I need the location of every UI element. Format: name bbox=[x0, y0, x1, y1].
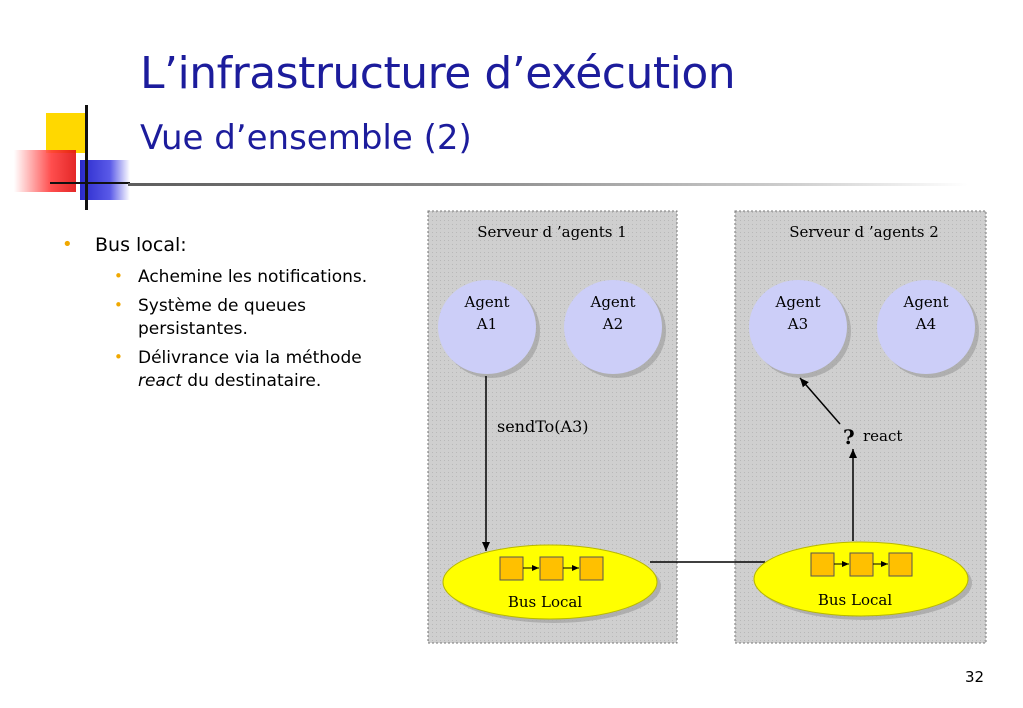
queue-slot bbox=[888, 552, 913, 577]
sub-bullet-text-before: Délivrance via la méthode bbox=[138, 348, 362, 368]
queue-slot bbox=[579, 556, 604, 581]
server-1-label: Serveur d ’agents 1 bbox=[477, 223, 627, 241]
decorative-logo bbox=[0, 0, 140, 215]
bullet-dot-icon: • bbox=[114, 267, 123, 285]
bus-local-1-label: Bus Local bbox=[508, 593, 582, 611]
react-label: react bbox=[863, 427, 902, 445]
send-label: sendTo(A3) bbox=[497, 417, 589, 436]
slide-title: L’infrastructure d’exécution bbox=[140, 48, 736, 99]
queue-slot bbox=[499, 556, 524, 581]
agent-a2: Agent A2 bbox=[564, 280, 666, 378]
agent-a4-line2: A4 bbox=[915, 315, 936, 333]
bullet-dot-icon: • bbox=[62, 234, 73, 255]
bullet-list: • Bus local: • Achemine les notification… bbox=[60, 232, 380, 399]
bullet-bus-local: • Bus local: bbox=[60, 232, 380, 258]
title-underline bbox=[128, 183, 968, 186]
agent-a2-line2: A2 bbox=[602, 315, 623, 333]
slide-subtitle: Vue d’ensemble (2) bbox=[140, 118, 472, 158]
bus-local-2-label: Bus Local bbox=[818, 591, 892, 609]
sub-bullet-queues: • Système de queues persistantes. bbox=[60, 295, 380, 341]
sub-bullet-text: Système de queues persistantes. bbox=[138, 296, 307, 339]
blue-square bbox=[80, 160, 130, 200]
agent-a2-line1: Agent bbox=[590, 293, 636, 311]
agent-a4: Agent A4 bbox=[877, 280, 979, 378]
bullet-dot-icon: • bbox=[114, 296, 123, 314]
yellow-square bbox=[46, 113, 86, 153]
red-square bbox=[14, 150, 76, 192]
queue-slot bbox=[849, 552, 874, 577]
agent-a1-line2: A1 bbox=[476, 315, 497, 333]
queue-slot bbox=[810, 552, 835, 577]
bus-local-1: Bus Local bbox=[442, 544, 661, 623]
agent-a3-line1: Agent bbox=[775, 293, 821, 311]
sub-bullet-react: • Délivrance via la méthode react du des… bbox=[60, 347, 380, 393]
bullet-text: Bus local: bbox=[95, 234, 187, 256]
sub-bullet-text-after: du destinataire. bbox=[181, 371, 322, 391]
logo-horizontal-line bbox=[50, 182, 130, 184]
question-mark: ? bbox=[843, 425, 855, 449]
page-number: 32 bbox=[965, 668, 985, 686]
logo-vertical-line bbox=[85, 105, 88, 210]
agent-a1-line1: Agent bbox=[464, 293, 510, 311]
bus-local-2: Bus Local bbox=[753, 541, 972, 620]
agent-a3: Agent A3 bbox=[749, 280, 851, 378]
agent-a4-line1: Agent bbox=[903, 293, 949, 311]
bullet-dot-icon: • bbox=[114, 348, 123, 366]
sub-bullet-notifications: • Achemine les notifications. bbox=[60, 266, 380, 289]
agent-a3-line2: A3 bbox=[787, 315, 808, 333]
sub-bullet-text: Achemine les notifications. bbox=[138, 267, 368, 287]
react-to-agent-arrow bbox=[799, 377, 841, 425]
server-2-label: Serveur d ’agents 2 bbox=[789, 223, 939, 241]
sub-bullet-text-italic: react bbox=[138, 371, 182, 391]
queue-slot bbox=[539, 556, 564, 581]
agent-a1: Agent A1 bbox=[438, 280, 540, 378]
